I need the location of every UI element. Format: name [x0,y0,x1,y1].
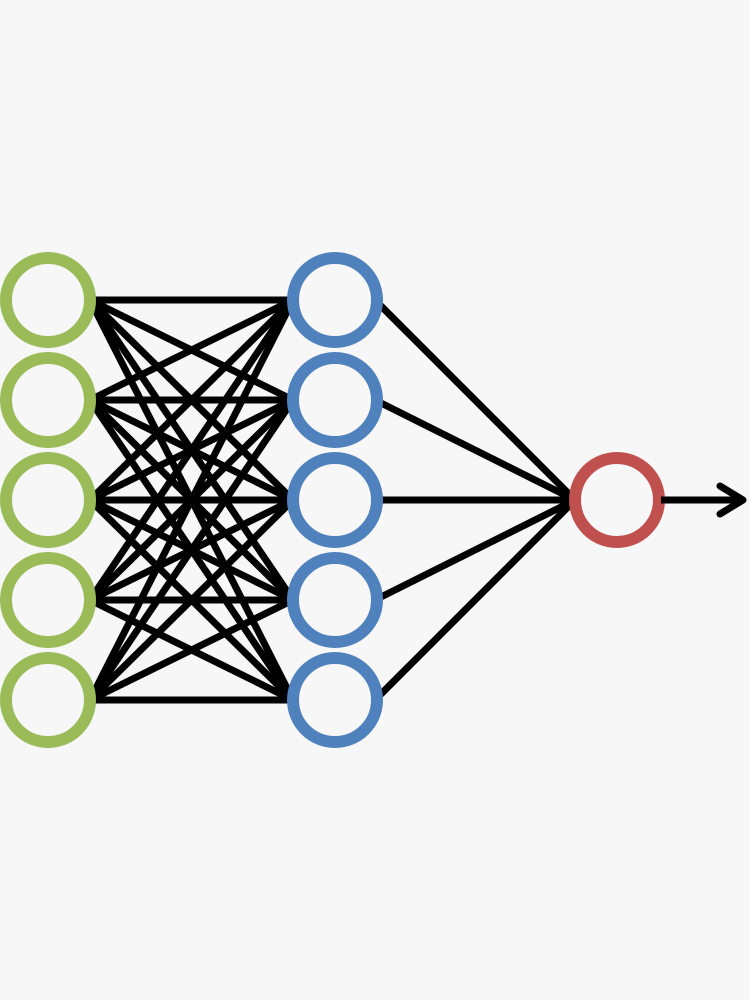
edge-hidden-4-output [373,496,577,604]
hidden-node-3 [287,452,383,548]
input-node-1 [0,252,96,348]
edge-input-3-hidden-1 [87,297,296,503]
output-arrow [661,482,747,518]
hidden-node-4 [287,552,383,648]
hidden-node-5 [287,652,383,748]
edge-input-5-hidden-1 [86,298,297,702]
output-arrow-head [716,482,747,518]
edge-input-5-hidden-4 [88,596,295,704]
output-node-1 [569,452,665,548]
hidden-node-2 [287,352,383,448]
edge-input-5-hidden-2 [87,398,296,702]
input-node-5 [0,652,96,748]
input-node-2 [0,352,96,448]
hidden-node-1 [287,252,383,348]
edge-hidden-5-output [372,497,578,703]
edge-input-4-hidden-1 [87,298,296,602]
edge-hidden-2-output [373,396,577,504]
edge-input-5-hidden-3 [87,497,296,703]
input-node-4 [0,552,96,648]
edge-hidden-1-output [372,297,578,503]
connections [86,296,578,704]
input-node-3 [0,452,96,548]
edge-input-2-hidden-1 [88,296,295,404]
nodes [0,252,665,748]
